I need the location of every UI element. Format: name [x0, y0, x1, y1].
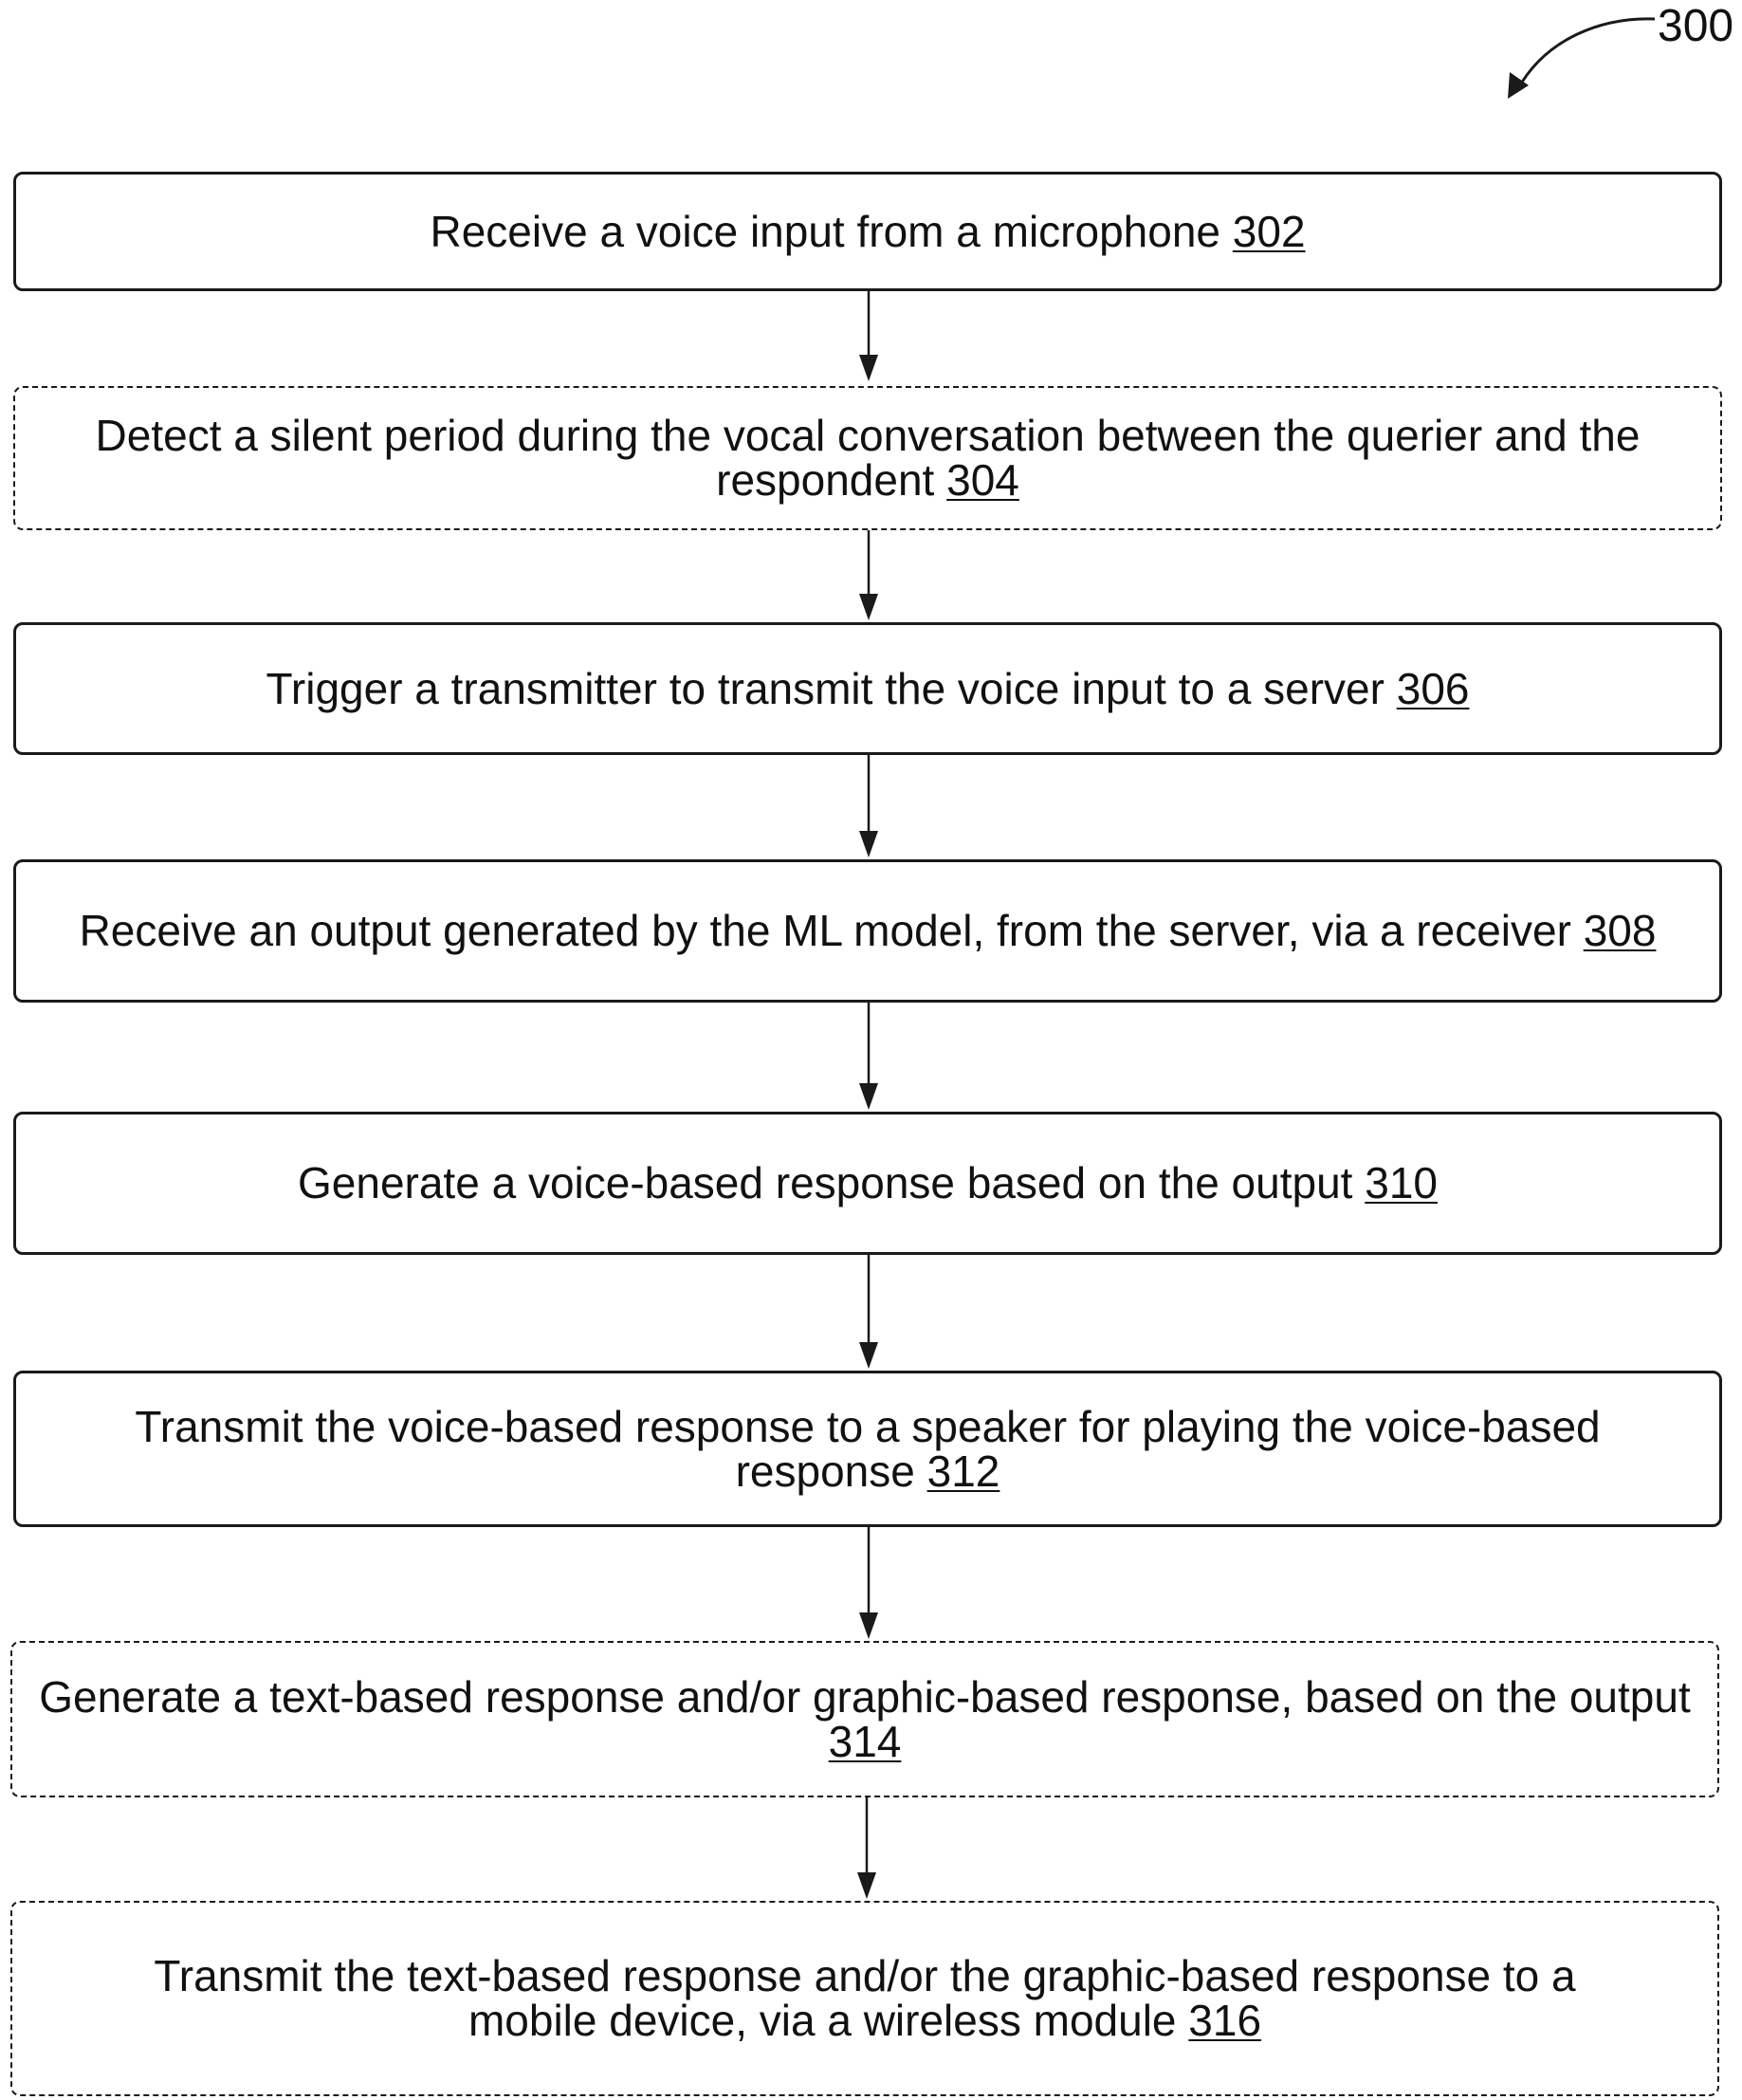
step-label-304: Detect a silent period during the vocal … — [25, 414, 1711, 503]
step-label-316: Transmit the text-based response and/or … — [88, 1954, 1641, 2043]
step-text: Transmit the voice-based response to a s… — [135, 1402, 1600, 1496]
step-text: Generate a voice-based response based on… — [298, 1158, 1365, 1207]
step-number: 308 — [1584, 906, 1657, 955]
step-number: 316 — [1188, 1996, 1261, 2045]
arrow-306-to-308 — [859, 755, 878, 857]
arrow-314-to-316 — [857, 1797, 876, 1899]
step-label-312: Transmit the voice-based response to a s… — [73, 1405, 1662, 1494]
step-box-302: Receive a voice input from a microphone … — [13, 172, 1722, 291]
step-number: 306 — [1397, 664, 1470, 713]
step-box-304: Detect a silent period during the vocal … — [13, 386, 1722, 530]
step-box-312: Transmit the voice-based response to a s… — [13, 1371, 1722, 1527]
step-label-314: Generate a text-based response and/or gr… — [35, 1675, 1695, 1764]
step-label-302: Receive a voice input from a microphone … — [430, 210, 1305, 254]
step-box-308: Receive an output generated by the ML mo… — [13, 859, 1722, 1003]
arrow-312-to-314 — [859, 1527, 878, 1639]
step-box-310: Generate a voice-based response based on… — [13, 1112, 1722, 1255]
step-box-306: Trigger a transmitter to transmit the vo… — [13, 622, 1722, 755]
step-number: 302 — [1233, 207, 1306, 256]
step-text: Detect a silent period during the vocal … — [96, 411, 1641, 505]
step-box-314: Generate a text-based response and/or gr… — [10, 1641, 1719, 1797]
step-number: 304 — [946, 455, 1019, 505]
step-label-310: Generate a voice-based response based on… — [298, 1161, 1438, 1206]
step-text: Receive an output generated by the ML mo… — [80, 906, 1584, 955]
step-text: Generate a text-based response and/or gr… — [39, 1672, 1691, 1722]
step-label-306: Trigger a transmitter to transmit the vo… — [266, 667, 1470, 711]
step-number: 314 — [829, 1717, 902, 1766]
step-text: Trigger a transmitter to transmit the vo… — [266, 664, 1397, 713]
step-label-308: Receive an output generated by the ML mo… — [80, 909, 1657, 953]
step-number: 310 — [1365, 1158, 1438, 1207]
arrow-308-to-310 — [859, 1003, 878, 1110]
step-number: 312 — [927, 1446, 1000, 1496]
arrow-302-to-304 — [859, 291, 878, 381]
step-text: Transmit the text-based response and/or … — [154, 1951, 1575, 2045]
arrow-304-to-306 — [859, 530, 878, 620]
step-box-316: Transmit the text-based response and/or … — [10, 1901, 1719, 2096]
step-text: Receive a voice input from a microphone — [430, 207, 1232, 256]
arrow-310-to-312 — [859, 1255, 878, 1369]
